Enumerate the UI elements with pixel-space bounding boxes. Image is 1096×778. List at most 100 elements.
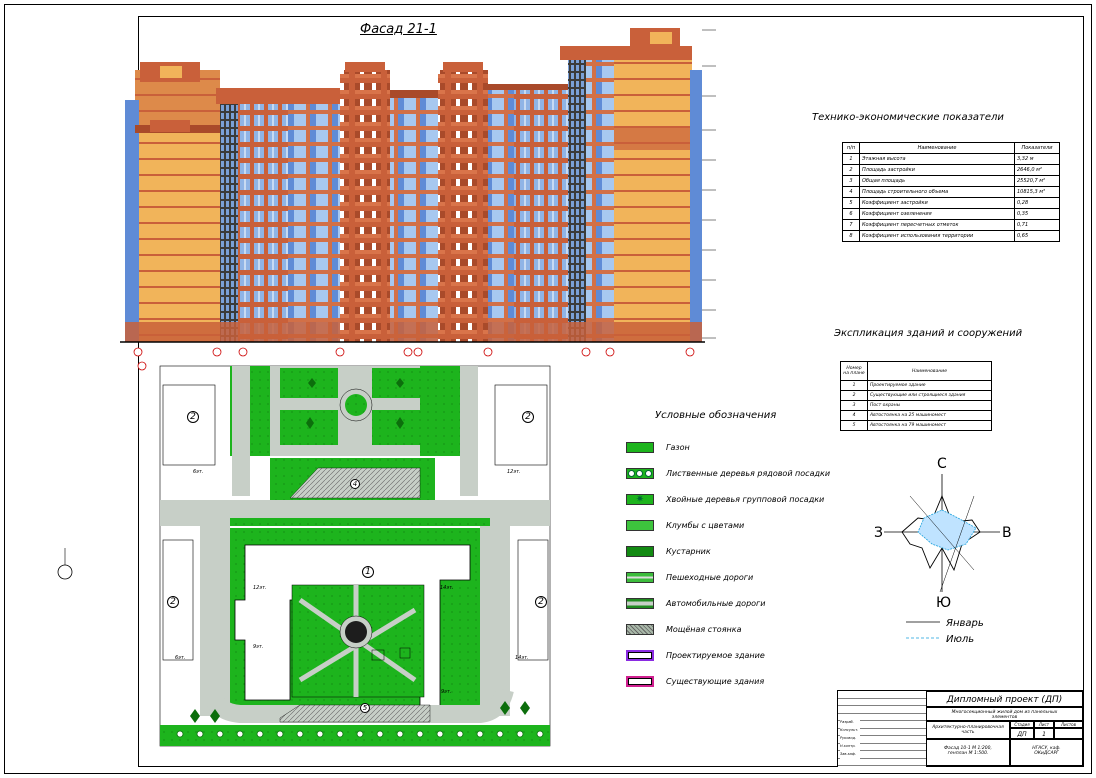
compass-west: З [874, 525, 883, 541]
legend-label: Существующие здания [666, 676, 765, 686]
plan-label-building-2a: 2 [187, 411, 199, 423]
table-header: Номер на плане Наименование [840, 361, 992, 381]
tree-row-swatch-icon [626, 467, 654, 479]
stamp-org: НГАСУ, каф. ОКиДСАРГ [1010, 739, 1083, 766]
table-cell: Номер на плане [840, 361, 868, 381]
legend-item-designed-building: Проектируемое здание [626, 648, 765, 662]
table-cell: 25520,7 м² [1014, 175, 1060, 187]
explication-title: Экспликация зданий и сооружений [834, 328, 1023, 339]
parking-swatch-icon [626, 623, 654, 635]
plan-floors-4: 14эт. [440, 585, 454, 591]
title-block: Разраб. Консульт. Руковод. Н.контр. Зав.… [837, 690, 1084, 768]
stamp-stage: ДП [1010, 728, 1034, 739]
wind-rose: С В Ю З Январь Июль [874, 456, 1012, 645]
stamp-label-supervisor: Руковод. [840, 736, 860, 744]
table-cell: 0,35 [1014, 208, 1060, 220]
existing-building-swatch-icon [626, 675, 654, 687]
flowerbed-swatch-icon [626, 519, 654, 531]
legend-label: Мощёная стоянка [666, 624, 742, 634]
table-cell: Общая площадь [859, 175, 1015, 187]
plan-label-building-2b: 2 [522, 411, 534, 423]
legend-label: Пешеходные дороги [666, 572, 754, 582]
stamp-label-developer: Разраб. [840, 720, 860, 728]
legend-label: Клумбы с цветами [666, 520, 745, 530]
compass-east: В [1002, 525, 1012, 541]
table-cell: Наименование [859, 142, 1015, 154]
table-header: п/п Наименование Показатели [842, 142, 1060, 154]
legend-label: Газон [666, 442, 690, 452]
table-cell: 2 [842, 164, 860, 176]
legend-label: Кустарник [666, 546, 711, 556]
road-swatch-icon [626, 597, 654, 609]
stamp-label-consultant: Консульт. [840, 728, 860, 736]
stamp-label-head-dept: Зав.каф. [840, 752, 860, 760]
plan-label-building-2d: 2 [535, 596, 547, 608]
legend-label: Хвойные деревья групповой посадки [666, 494, 825, 504]
drawing-frame [138, 16, 1084, 767]
table-cell: 6 [842, 208, 860, 220]
table-cell: 1 [842, 153, 860, 165]
legend-label: Лиственные деревья рядовой посадки [666, 468, 831, 478]
stamp-subtitle: Многосекционный жилой дом из панельных э… [926, 707, 1083, 721]
shrub-swatch-icon [626, 545, 654, 557]
legend-label: Автомобильные дороги [666, 598, 766, 608]
footpath-swatch-icon [626, 571, 654, 583]
compass-north: С [937, 456, 947, 472]
table-cell: п/п [842, 142, 860, 154]
legend-item-car-roads: Автомобильные дороги [626, 596, 765, 610]
compass-south: Ю [936, 595, 951, 611]
table-cell: Площадь застройки [859, 164, 1015, 176]
plan-label-building-5: 5 [360, 703, 370, 713]
table-cell: Коэффициент озеленения [859, 208, 1015, 220]
table-cell: 3,32 м [1014, 153, 1060, 165]
table-cell: Автостоянка на 25 машиномест [867, 410, 992, 421]
table-cell: 0,71 [1014, 219, 1060, 231]
plan-floors-5: 14эт. [515, 655, 529, 661]
table-cell: 3 [842, 175, 860, 187]
table-cell: Показатели [1014, 142, 1060, 154]
table-cell: 10815,3 м³ [1014, 186, 1060, 198]
table-cell: 5 [840, 420, 868, 431]
table-cell: Наименование [867, 361, 992, 381]
tep-title: Технико-экономические показатели [812, 112, 1004, 123]
table-cell: 4 [840, 410, 868, 421]
table-cell: Этажная высота [859, 153, 1015, 165]
legend-item-conifer-trees: ✷Хвойные деревья групповой посадки [626, 492, 824, 506]
table-cell: 8 [842, 230, 860, 242]
legend-label: Проектируемое здание [666, 650, 765, 660]
stamp-sheet-caption: Фасад 10-1 М 1:200, генплан М 1:500. [926, 739, 1010, 766]
legend-item-parking: Мощёная стоянка [626, 622, 741, 636]
table-cell: Коэффициент использования территории [859, 230, 1015, 242]
table-cell: Площадь строительного объема [859, 186, 1015, 198]
legend-item-flowerbeds: Клумбы с цветами [626, 518, 744, 532]
plan-floors-1: 6эт. [193, 469, 204, 475]
table-cell: 5 [842, 197, 860, 209]
plan-floors-8: 6эт. [175, 655, 186, 661]
plan-floors-7: 9эт. [441, 689, 452, 695]
table-cell: Проектируемое здание [867, 380, 992, 391]
compass-legend-july: Июль [946, 634, 974, 645]
legend-item-existing-buildings: Существующие здания [626, 674, 764, 688]
stamp-sheet: 1 [1034, 728, 1054, 739]
stamp-sheet-head: Лист [1034, 721, 1054, 728]
stamp-section: Архитектурно-планировочная часть [926, 721, 1010, 739]
table-cell: 1 [840, 380, 868, 391]
table-cell: Существующие или строящиеся здания [867, 390, 992, 401]
legend-item-deciduous-trees: Лиственные деревья рядовой посадки [626, 466, 830, 480]
plan-floors-6: 9эт. [253, 644, 264, 650]
lawn-swatch-icon [626, 441, 654, 453]
facade-title: Фасад 21-1 [360, 22, 437, 37]
stamp-sheets-head: Листов [1054, 721, 1083, 728]
compass-legend-january: Январь [945, 618, 984, 629]
plan-label-building-1: 1 [362, 566, 374, 578]
